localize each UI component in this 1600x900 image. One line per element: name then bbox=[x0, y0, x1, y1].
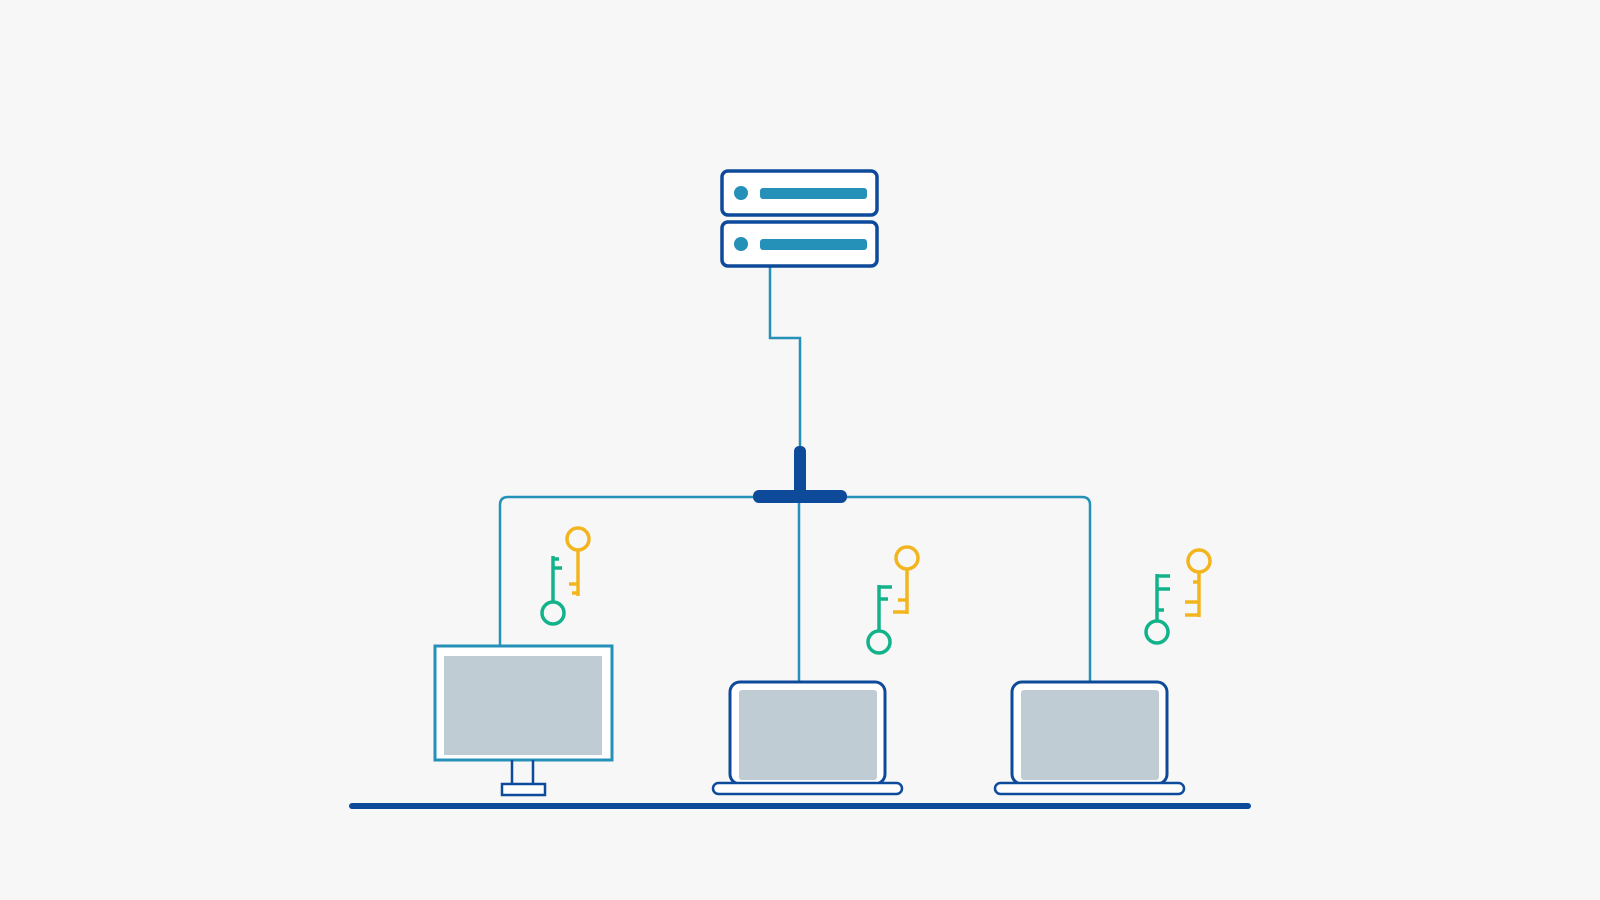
network-junction-icon bbox=[753, 446, 847, 503]
junction-stem bbox=[794, 446, 806, 496]
laptop-icon bbox=[993, 680, 1186, 796]
switch-to-desktop-link bbox=[498, 495, 760, 646]
server-led-bottom bbox=[734, 237, 748, 251]
laptop-2-screen bbox=[1021, 690, 1159, 780]
laptop-2-base bbox=[993, 781, 1186, 796]
laptop-icon bbox=[711, 680, 904, 796]
key-pair-desktop bbox=[540, 526, 591, 626]
server-slot-bottom bbox=[760, 239, 867, 250]
junction-bar bbox=[753, 490, 847, 503]
laptop-1-screen bbox=[739, 690, 877, 780]
monitor-base bbox=[500, 782, 547, 797]
server-rack-icon bbox=[720, 169, 879, 268]
key-pair-laptop-1 bbox=[866, 545, 920, 655]
yellow-key-icon bbox=[565, 526, 591, 596]
laptop-1-base bbox=[711, 781, 904, 796]
yellow-key-icon bbox=[1185, 548, 1212, 617]
desktop-monitor-icon bbox=[433, 644, 614, 797]
yellow-key-icon bbox=[893, 545, 920, 614]
green-key-icon bbox=[1144, 574, 1170, 645]
connection-lines bbox=[498, 266, 1092, 682]
switch-to-laptop-2-link bbox=[840, 495, 1092, 682]
server-led-top bbox=[734, 186, 748, 200]
server-to-switch-link bbox=[768, 266, 802, 452]
green-key-icon bbox=[866, 585, 892, 655]
key-pair-laptop-2 bbox=[1144, 548, 1212, 645]
green-key-icon bbox=[540, 556, 566, 626]
monitor-screen bbox=[444, 656, 602, 755]
server-slot-top bbox=[760, 188, 867, 199]
